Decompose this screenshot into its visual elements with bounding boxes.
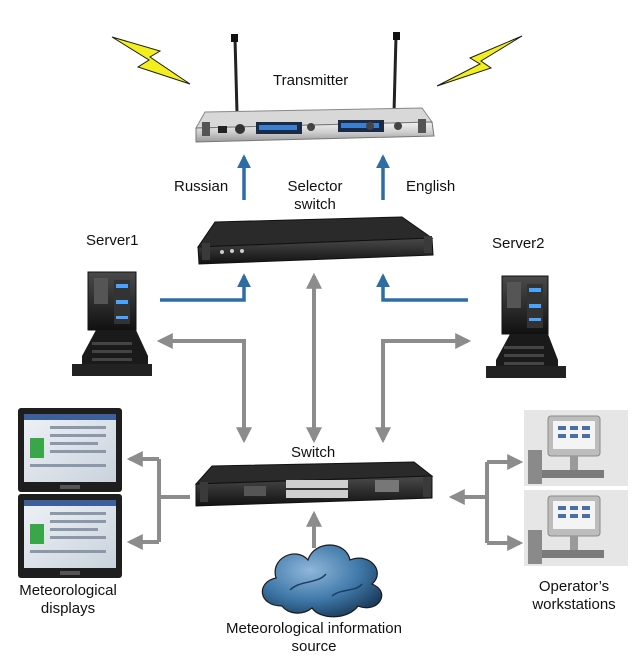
selector-switch-icon — [197, 216, 434, 265]
selector-switch-label-line1: Selector — [287, 178, 343, 195]
arrow-server1-to-selector — [160, 273, 251, 302]
arrow-server2-to-selector — [376, 273, 468, 302]
selector-switch-label: Selector switch — [270, 178, 360, 214]
met-displays-label-line1: Meteorological — [19, 582, 117, 599]
monitor-icon-2 — [18, 494, 122, 578]
switch-label: Switch — [291, 444, 336, 461]
selector-switch-label-line2: switch — [294, 196, 336, 213]
network-switch-icon — [194, 461, 434, 507]
operators-label-line1: Operator’s — [538, 578, 610, 595]
arrow-server2-switch — [375, 333, 472, 444]
server-icon-1 — [72, 271, 152, 376]
cloud-icon — [261, 544, 383, 618]
met-displays-label-line2: displays — [40, 600, 96, 617]
transmitter-label: Transmitter — [273, 72, 349, 89]
lightning-icon-right — [436, 35, 523, 87]
transmitter-icon — [195, 32, 435, 143]
operators-label-line2: workstations — [532, 596, 616, 613]
server1-label: Server1 — [86, 232, 139, 249]
lightning-icon-left — [111, 36, 191, 85]
workstation-icon-1 — [524, 410, 628, 486]
russian-label: Russian — [174, 178, 229, 195]
monitor-icon-1 — [18, 408, 122, 492]
operators-label: Operator’s workstations — [512, 578, 636, 614]
met-source-label-line1: Meteorological information — [226, 620, 402, 637]
gray-connectors — [126, 272, 524, 551]
server2-label: Server2 — [492, 235, 545, 252]
workstation-icon-2 — [524, 490, 628, 566]
english-label: English — [406, 178, 456, 195]
met-source-label-line2: source — [291, 638, 337, 655]
met-source-label: Meteorological information source — [196, 620, 432, 656]
server-icon-2 — [486, 275, 566, 378]
met-displays-label: Meteorological displays — [8, 582, 128, 618]
blue-connectors — [160, 154, 468, 302]
arrow-server1-switch — [156, 333, 252, 444]
